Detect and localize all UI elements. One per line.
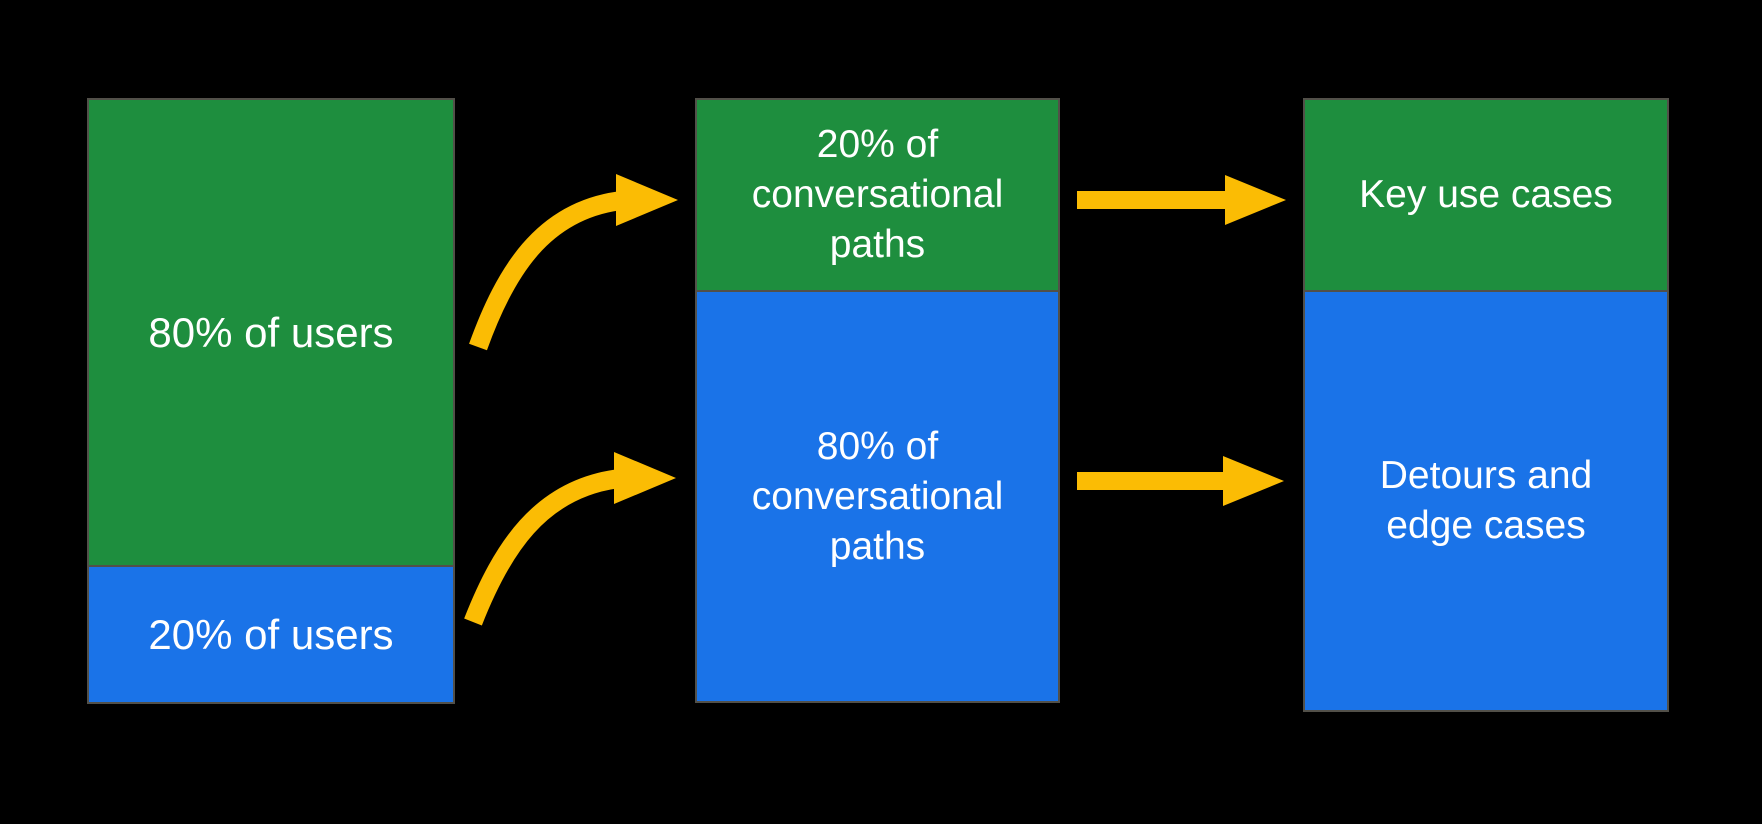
segment-users-majority: 80% of users <box>89 100 453 565</box>
bar-use-cases: Key use cases Detours and edge cases <box>1303 98 1669 712</box>
curved-arrow-bottom-icon <box>464 452 676 626</box>
label-users-minority: 20% of users <box>148 610 394 658</box>
label-paths-key: 20% of conversational paths <box>751 123 1004 266</box>
label-paths-long-tail: 80% of conversational paths <box>751 424 1004 568</box>
segment-users-minority: 20% of users <box>89 565 453 702</box>
segment-paths-key: 20% of conversational paths <box>697 100 1058 290</box>
label-key-use-cases: Key use cases <box>1359 173 1613 216</box>
label-detours-edge-cases: Detours and edge cases <box>1379 454 1593 547</box>
straight-arrow-bottom-icon <box>1077 456 1284 506</box>
bar-users: 80% of users 20% of users <box>87 98 455 704</box>
curved-arrow-top-icon <box>469 174 678 351</box>
segment-paths-long-tail: 80% of conversational paths <box>697 290 1058 701</box>
straight-arrow-top-icon <box>1077 175 1286 225</box>
segment-key-use-cases: Key use cases <box>1305 100 1667 290</box>
segment-detours-edge-cases: Detours and edge cases <box>1305 290 1667 710</box>
label-users-majority: 80% of users <box>148 308 394 356</box>
bar-conversational-paths: 20% of conversational paths 80% of conve… <box>695 98 1060 703</box>
